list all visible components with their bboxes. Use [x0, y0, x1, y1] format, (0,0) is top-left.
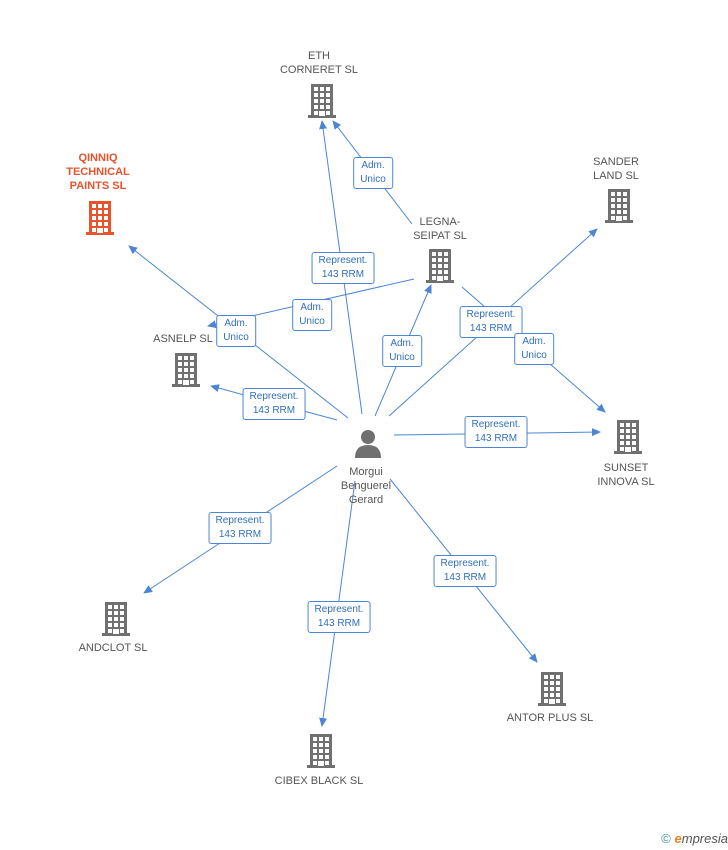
node-label-sunset[interactable]: SUNSET INNOVA SL: [597, 462, 655, 488]
building-icon-antor[interactable]: [538, 672, 566, 706]
edge-label-person-cibex[interactable]: Represent. 143 RRM: [307, 601, 371, 633]
node-label-sander[interactable]: SANDER LAND SL: [593, 156, 639, 182]
edge-label-person-sander[interactable]: Represent. 143 RRM: [459, 306, 523, 338]
brand-logo-text: mpresia: [681, 831, 728, 846]
building-icon-legna[interactable]: [426, 249, 454, 283]
node-label-asnelp[interactable]: ASNELP SL: [153, 333, 213, 345]
building-icon-cibex[interactable]: [307, 734, 335, 768]
edge-label-person-asnelp[interactable]: Represent. 143 RRM: [242, 388, 306, 420]
node-label-eth[interactable]: ETH CORNERET SL: [279, 50, 359, 76]
footer-brand: © empresia: [661, 831, 728, 846]
building-icon-eth[interactable]: [308, 84, 336, 118]
edge-label-legna-asnelp[interactable]: Adm. Unico: [292, 299, 332, 331]
node-label-antor[interactable]: ANTOR PLUS SL: [506, 712, 594, 724]
edge-label-person-sunset[interactable]: Represent. 143 RRM: [464, 416, 528, 448]
building-icon-andclot[interactable]: [102, 602, 130, 636]
edge-label-person-eth[interactable]: Represent. 143 RRM: [311, 252, 375, 284]
edge-label-legna-sunset[interactable]: Adm. Unico: [514, 333, 554, 365]
brand-logo-initial: e: [674, 831, 682, 846]
node-label-legna[interactable]: LEGNA- SEIPAT SL: [413, 216, 467, 242]
building-icon-sunset[interactable]: [614, 420, 642, 454]
building-icon-sander[interactable]: [605, 189, 633, 223]
edge-label-person-legna[interactable]: Adm. Unico: [382, 335, 422, 367]
edge-label-legna-eth[interactable]: Adm. Unico: [353, 157, 393, 189]
building-icon-asnelp[interactable]: [172, 353, 200, 387]
person-icon[interactable]: [355, 430, 381, 458]
edge-label-person-antor[interactable]: Represent. 143 RRM: [433, 555, 497, 587]
node-label-andclot[interactable]: ANDCLOT SL: [78, 642, 148, 654]
node-label-cibex[interactable]: CIBEX BLACK SL: [274, 775, 364, 787]
edge-label-person-qinniq[interactable]: Adm. Unico: [216, 315, 256, 347]
copyright-symbol: ©: [661, 831, 671, 846]
node-label-qinniq[interactable]: QINNIQ TECHNICAL PAINTS SL: [66, 152, 130, 192]
building-icon-qinniq[interactable]: [86, 201, 114, 235]
node-label-person[interactable]: Morgui Benguerel Gerard: [340, 466, 392, 506]
edge-label-person-andclot[interactable]: Represent. 143 RRM: [208, 512, 272, 544]
